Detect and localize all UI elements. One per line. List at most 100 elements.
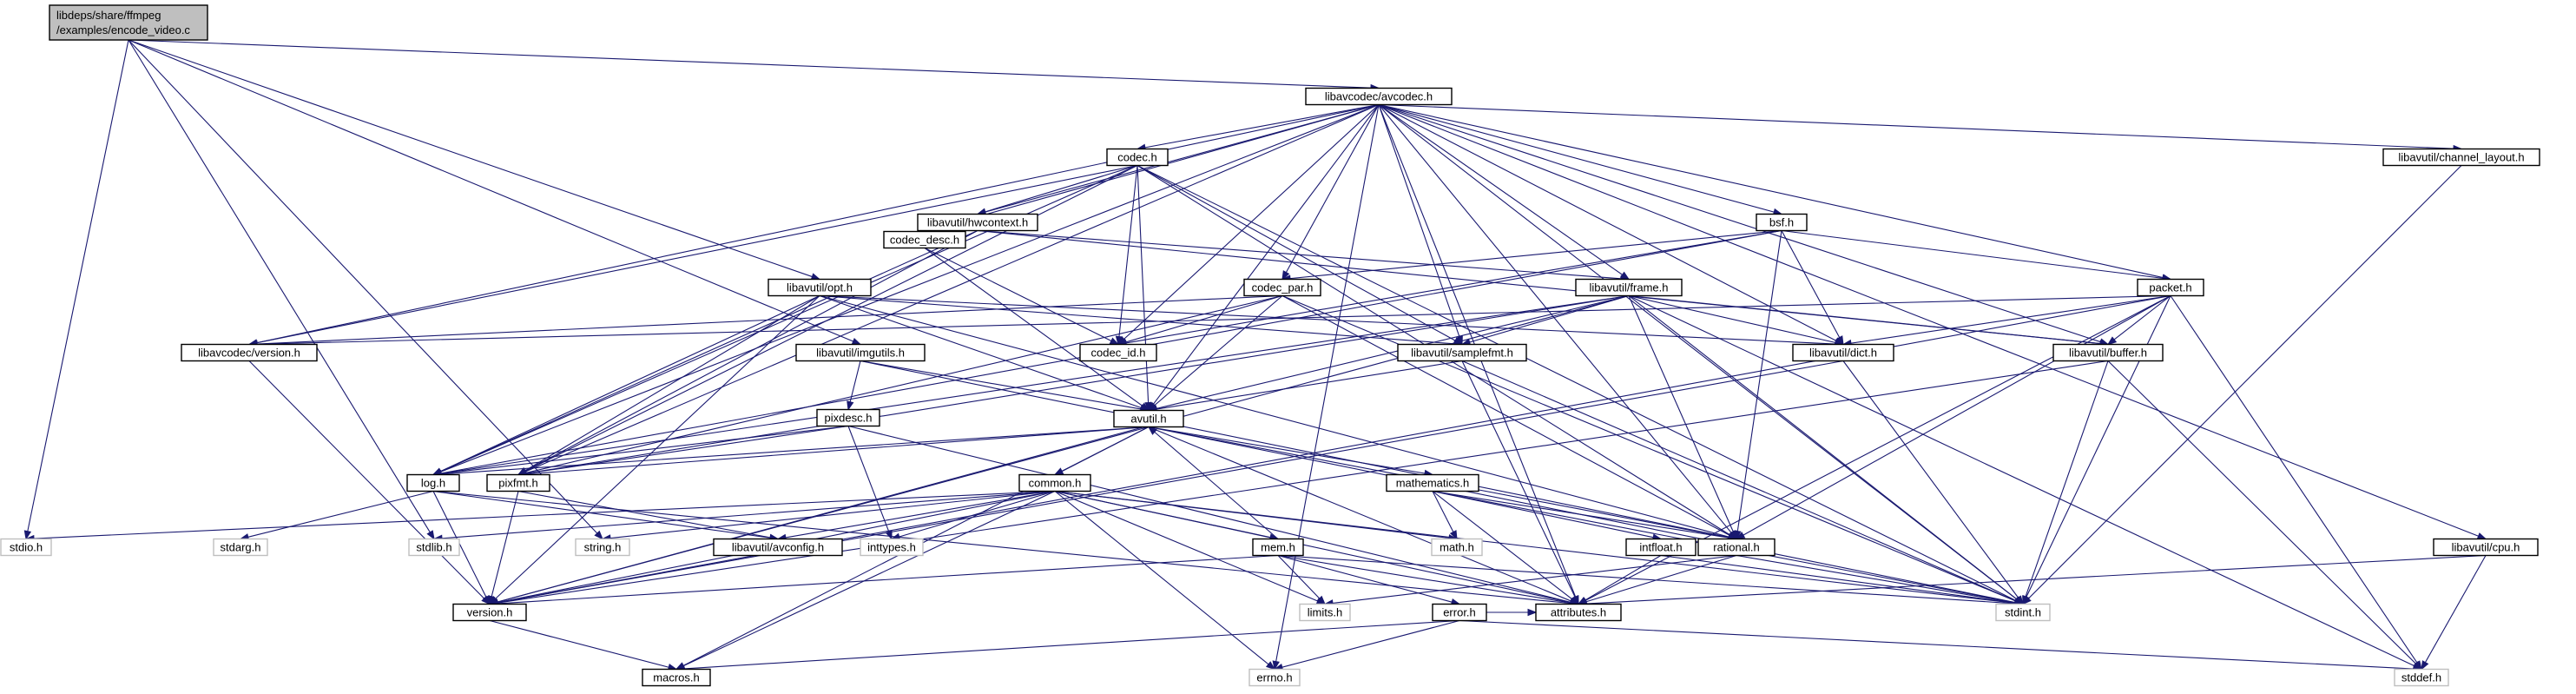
edge-rational-to-limits <box>1332 554 1737 604</box>
edge-codec-to-log <box>440 164 1138 473</box>
node-inttypes[interactable]: inttypes.h <box>860 538 924 557</box>
node-imgutils-box[interactable] <box>795 343 926 362</box>
node-codec_id[interactable]: codec_id.h <box>1079 343 1157 362</box>
edge-buffer-to-version <box>497 360 2109 604</box>
node-stdint-box[interactable] <box>1995 603 2051 622</box>
node-mathematics-box[interactable] <box>1386 473 1479 492</box>
node-log-box[interactable] <box>406 473 460 492</box>
node-math-box[interactable] <box>1431 538 1483 557</box>
node-avutil[interactable]: avutil.h <box>1113 409 1184 428</box>
node-bsf[interactable]: bsf.h <box>1756 213 1808 232</box>
node-pixfmt[interactable]: pixfmt.h <box>486 473 550 492</box>
node-limits-box[interactable] <box>1299 603 1351 622</box>
node-root[interactable]: libdeps/share/ffmpeg /examples/encode_vi… <box>49 4 208 41</box>
node-stdlib[interactable]: stdlib.h <box>408 538 460 557</box>
node-codec_id-box[interactable] <box>1079 343 1157 362</box>
node-limits[interactable]: limits.h <box>1299 603 1351 622</box>
node-error-box[interactable] <box>1432 603 1487 622</box>
node-cpu-box[interactable] <box>2433 538 2539 557</box>
node-stdint[interactable]: stdint.h <box>1995 603 2051 622</box>
node-pixdesc[interactable]: pixdesc.h <box>816 408 880 427</box>
node-codec_par-box[interactable] <box>1243 278 1321 297</box>
edge-bsf-to-packet <box>1781 229 2164 279</box>
node-packet[interactable]: packet.h <box>2137 278 2204 297</box>
node-pixdesc-box[interactable] <box>816 408 880 427</box>
node-common[interactable]: common.h <box>1018 473 1091 492</box>
node-stdlib-label: stdlib.h <box>416 541 451 554</box>
node-opt-box[interactable] <box>768 278 872 297</box>
node-hwcontext[interactable]: libavutil/hwcontext.h <box>917 213 1038 232</box>
node-codec_par[interactable]: codec_par.h <box>1243 278 1321 297</box>
node-dict-box[interactable] <box>1792 343 1894 362</box>
node-imgutils[interactable]: libavutil/imgutils.h <box>795 343 926 362</box>
node-string-box[interactable] <box>575 538 630 557</box>
node-string[interactable]: string.h <box>575 538 630 557</box>
node-mathematics[interactable]: mathematics.h <box>1386 473 1479 492</box>
node-pixdesc-label: pixdesc.h <box>825 412 873 425</box>
node-channel_layout[interactable]: libavutil/channel_layout.h <box>2382 148 2540 167</box>
arrowhead-cpu-to-stddef <box>2421 660 2429 671</box>
node-stddef-label: stddef.h <box>2401 671 2441 684</box>
node-avcodec_version-box[interactable] <box>181 343 318 362</box>
edge-avcodec-to-stdint <box>1378 104 2018 600</box>
node-mem-box[interactable] <box>1252 538 1304 557</box>
node-cpu[interactable]: libavutil/cpu.h <box>2433 538 2539 557</box>
node-stddef-box[interactable] <box>2394 668 2449 687</box>
node-avcodec-box[interactable] <box>1305 87 1453 106</box>
node-packet-box[interactable] <box>2137 278 2204 297</box>
node-log[interactable]: log.h <box>406 473 460 492</box>
node-math[interactable]: math.h <box>1431 538 1483 557</box>
node-avconfig[interactable]: libavutil/avconfig.h <box>713 538 843 557</box>
node-rational-box[interactable] <box>1697 538 1776 557</box>
node-buffer-box[interactable] <box>2052 343 2164 362</box>
node-stdarg-box[interactable] <box>213 538 268 557</box>
node-macros[interactable]: macros.h <box>642 668 711 687</box>
node-avcodec_version[interactable]: libavcodec/version.h <box>181 343 318 362</box>
node-intfloat[interactable]: intfloat.h <box>1625 538 1696 557</box>
node-frame[interactable]: libavutil/frame.h <box>1575 278 1683 297</box>
node-attributes[interactable]: attributes.h <box>1535 603 1622 622</box>
node-codec_desc-box[interactable] <box>883 230 966 249</box>
node-stddef[interactable]: stddef.h <box>2394 668 2449 687</box>
edge-frame-to-pixfmt <box>525 294 1630 474</box>
node-stdio-box[interactable] <box>0 538 52 557</box>
node-codec_desc[interactable]: codec_desc.h <box>883 230 966 249</box>
node-codec[interactable]: codec.h <box>1106 148 1169 167</box>
edge-opt-to-version <box>495 295 820 599</box>
node-intfloat-box[interactable] <box>1625 538 1696 557</box>
arrowhead-avcodec-to-cpu <box>2476 532 2487 540</box>
node-stdlib-box[interactable] <box>408 538 460 557</box>
arrowhead-root-to-stdlib <box>426 530 435 540</box>
node-version[interactable]: version.h <box>452 603 527 622</box>
nodes-layer: libdeps/share/ffmpeg /examples/encode_vi… <box>0 4 2540 687</box>
node-channel_layout-box[interactable] <box>2382 148 2540 167</box>
node-avconfig-label: libavutil/avconfig.h <box>732 541 824 554</box>
node-samplefmt[interactable]: libavutil/samplefmt.h <box>1397 343 1527 362</box>
node-rational[interactable]: rational.h <box>1697 538 1776 557</box>
node-bsf-box[interactable] <box>1756 213 1808 232</box>
node-codec-box[interactable] <box>1106 148 1169 167</box>
node-samplefmt-box[interactable] <box>1397 343 1527 362</box>
node-attributes-box[interactable] <box>1535 603 1622 622</box>
node-stdio[interactable]: stdio.h <box>0 538 52 557</box>
node-common-box[interactable] <box>1018 473 1091 492</box>
node-mem[interactable]: mem.h <box>1252 538 1304 557</box>
node-root-box[interactable] <box>49 4 208 41</box>
node-inttypes-box[interactable] <box>860 538 924 557</box>
node-frame-box[interactable] <box>1575 278 1683 297</box>
node-errno[interactable]: errno.h <box>1248 668 1301 687</box>
node-version-box[interactable] <box>452 603 527 622</box>
node-stdarg[interactable]: stdarg.h <box>213 538 268 557</box>
node-hwcontext-box[interactable] <box>917 213 1038 232</box>
node-errno-box[interactable] <box>1248 668 1301 687</box>
node-error[interactable]: error.h <box>1432 603 1487 622</box>
node-avutil-box[interactable] <box>1113 409 1184 428</box>
node-opt[interactable]: libavutil/opt.h <box>768 278 872 297</box>
node-pixfmt-box[interactable] <box>486 473 550 492</box>
node-avcodec[interactable]: libavcodec/avcodec.h <box>1305 87 1453 106</box>
node-avconfig-box[interactable] <box>713 538 843 557</box>
node-dict[interactable]: libavutil/dict.h <box>1792 343 1894 362</box>
node-buffer[interactable]: libavutil/buffer.h <box>2052 343 2164 362</box>
edge-mem-to-limits <box>1277 555 1321 599</box>
node-macros-box[interactable] <box>642 668 711 687</box>
